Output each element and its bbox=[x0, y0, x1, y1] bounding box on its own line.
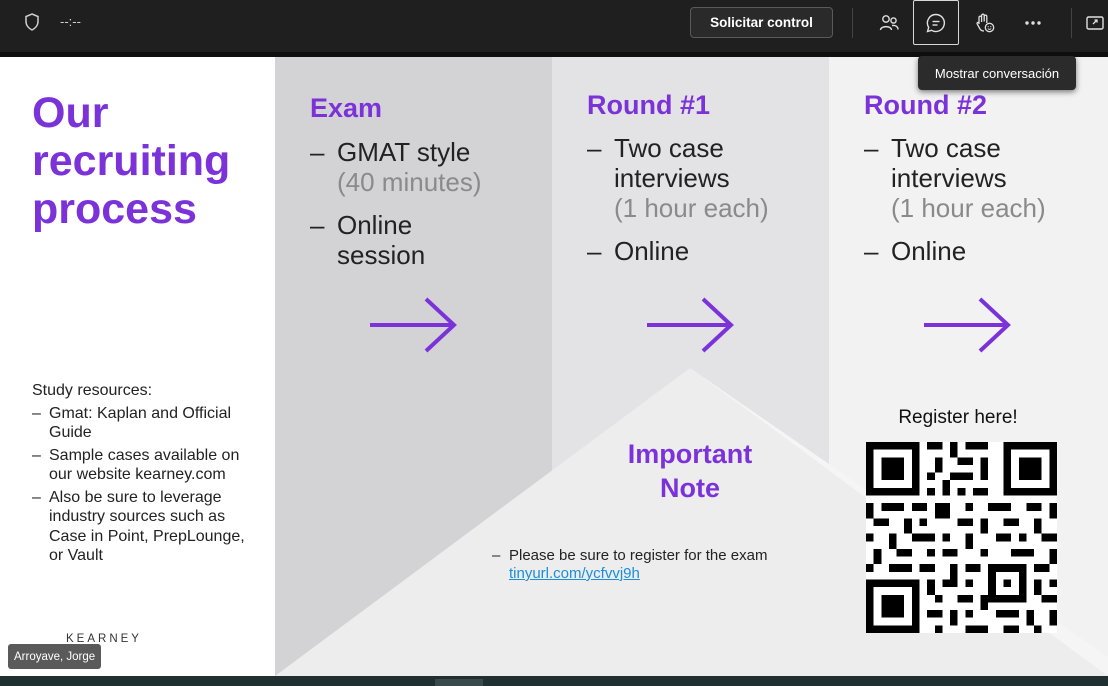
toolbar-divider bbox=[1071, 8, 1072, 38]
item-sub: (1 hour each) bbox=[891, 193, 1046, 223]
chat-tooltip: Mostrar conversación bbox=[918, 56, 1076, 90]
item-main: Online session bbox=[337, 210, 426, 270]
toolbar-divider bbox=[852, 8, 853, 38]
arrow-right-icon bbox=[647, 297, 734, 353]
item-main: Online bbox=[891, 236, 967, 266]
item-main: GMAT style bbox=[337, 137, 471, 167]
note-body: Please be sure to register for the exam bbox=[509, 547, 768, 564]
share-button[interactable] bbox=[1084, 0, 1108, 45]
chat-icon bbox=[926, 13, 945, 33]
list-item: Online session bbox=[310, 210, 430, 270]
slide-title: Our recruiting process bbox=[32, 89, 231, 233]
item-sub: (40 minutes) bbox=[337, 167, 482, 197]
slide-column-intro bbox=[0, 57, 275, 676]
list-item: Two case interviews (1 hour each) bbox=[587, 133, 802, 223]
phase-list-exam: GMAT style (40 minutes) Online session bbox=[310, 137, 540, 283]
item-main: Two case interviews bbox=[891, 133, 1007, 193]
phase-title-round1: Round #1 bbox=[587, 90, 711, 120]
list-item: Online bbox=[587, 236, 802, 266]
participants-button[interactable] bbox=[866, 0, 912, 45]
study-resources: Study resources: Gmat: Kaplan and Offici… bbox=[32, 381, 257, 569]
phase-title-round2: Round #2 bbox=[864, 90, 988, 120]
more-icon bbox=[1025, 20, 1041, 25]
list-item: Online bbox=[864, 236, 1079, 266]
exam-registration-link[interactable]: tinyurl.com/ycfvvj9h bbox=[509, 565, 640, 582]
qr-code-icon[interactable] bbox=[866, 442, 1057, 633]
bottom-scrollbar[interactable] bbox=[0, 676, 1108, 686]
chat-button[interactable] bbox=[913, 0, 959, 45]
meeting-toolbar: --:-- Solicitar control bbox=[0, 0, 1108, 52]
meeting-timer: --:-- bbox=[60, 14, 81, 29]
register-label: Register here! bbox=[898, 407, 1018, 428]
note-title: Important Note bbox=[627, 439, 753, 503]
share-icon bbox=[1086, 15, 1104, 30]
study-resources-heading: Study resources: bbox=[32, 382, 153, 399]
request-control-button[interactable]: Solicitar control bbox=[690, 7, 833, 38]
list-item: Two case interviews (1 hour each) bbox=[864, 133, 1079, 223]
bullet-dash: – bbox=[492, 547, 501, 564]
phase-list-round1: Two case interviews (1 hour each) Online bbox=[587, 133, 802, 279]
list-item: Also be sure to leverage industry source… bbox=[32, 488, 257, 566]
list-item: GMAT style (40 minutes) bbox=[310, 137, 540, 197]
scrollbar-thumb[interactable] bbox=[435, 679, 483, 686]
list-item: Sample cases available on our website ke… bbox=[32, 446, 257, 485]
shield-icon bbox=[25, 13, 39, 31]
shared-screen: Our recruiting process Study resources: … bbox=[0, 52, 1108, 676]
kearney-logo: KEARNEY bbox=[66, 633, 142, 645]
phase-title-exam: Exam bbox=[310, 93, 383, 123]
presentation-slide: Our recruiting process Study resources: … bbox=[0, 57, 1108, 676]
reactions-button[interactable] bbox=[962, 0, 1008, 45]
participant-name-tag: Arroyave, Jorge bbox=[8, 644, 102, 669]
note-text: – Please be sure to register for the exa… bbox=[492, 547, 812, 583]
more-options-button[interactable] bbox=[1010, 0, 1056, 45]
item-main: Online bbox=[614, 236, 690, 266]
arrow-right-icon bbox=[370, 297, 457, 353]
phase-list-round2: Two case interviews (1 hour each) Online bbox=[864, 133, 1079, 279]
arrow-right-icon bbox=[924, 297, 1011, 353]
raise-hand-icon bbox=[976, 13, 995, 32]
item-sub: (1 hour each) bbox=[614, 193, 769, 223]
item-main: Two case interviews bbox=[614, 133, 730, 193]
participants-icon bbox=[879, 14, 899, 30]
list-item: Gmat: Kaplan and Official Guide bbox=[32, 404, 257, 443]
